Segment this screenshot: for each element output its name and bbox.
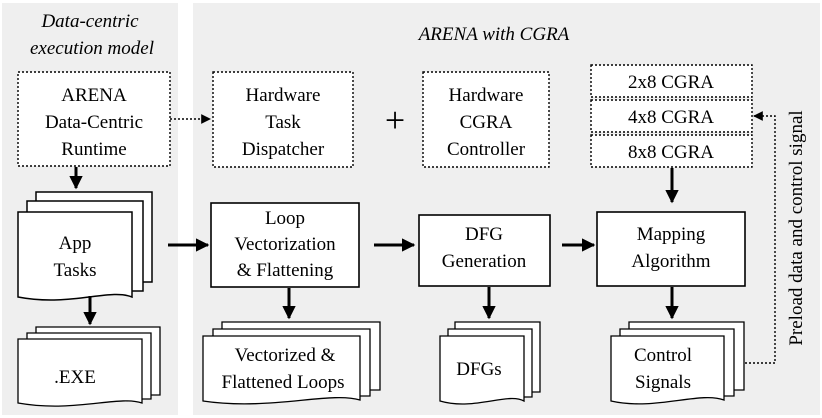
runtime-label-1: ARENA [61, 85, 127, 106]
preload-side-label: Preload data and control signal [786, 110, 807, 345]
app-tasks-page-front [17, 211, 133, 301]
dfg-gen-label-2: Generation [442, 251, 527, 272]
left-panel-title-line-1: Data-centric [40, 11, 139, 32]
plus-sign: + [385, 100, 405, 140]
runtime-box [17, 71, 171, 167]
preload-feedback-arrow [745, 111, 776, 364]
loop-label-1: Loop [265, 208, 305, 229]
mapping-algorithm-box [596, 211, 746, 287]
right-panel-title: ARENA with CGRA [417, 24, 570, 45]
dfg-gen-label-1: DFG [465, 224, 503, 245]
controller-label-2: CGRA [460, 112, 513, 133]
cgra-8x8-box [590, 134, 753, 168]
controller-label-1: Hardware [449, 85, 524, 106]
runtime-label-2: Data-Centric [45, 112, 143, 133]
signals-label-2: Signals [635, 372, 691, 393]
vectorized-label-1: Vectorized & [235, 345, 336, 366]
loop-label-3: & Flattening [237, 260, 334, 281]
signals-label-1: Control [634, 345, 692, 366]
vectorized-page-front [202, 335, 361, 405]
mapping-label-1: Mapping [637, 224, 706, 245]
loop-label-2: Vectorization [234, 234, 336, 255]
dfg-generation-box [418, 214, 551, 287]
runtime-label-3: Runtime [61, 139, 126, 160]
dispatcher-label-3: Dispatcher [242, 139, 325, 160]
controller-label-3: Controller [447, 139, 526, 160]
dispatcher-label-1: Hardware [246, 85, 321, 106]
dfgs-label: DFGs [456, 359, 501, 380]
cgra-2x8-label: 2x8 CGRA [628, 72, 714, 93]
controller-box [422, 71, 550, 168]
dispatcher-box [212, 71, 354, 168]
exe-label: .EXE [54, 367, 96, 388]
signals-page-front [610, 335, 725, 405]
vectorized-label-2: Flattened Loops [222, 372, 345, 393]
cgra-4x8-box [590, 99, 753, 133]
app-tasks-label-1: App [59, 233, 92, 254]
exe-page-front [17, 338, 143, 407]
cgra-2x8-box [590, 64, 753, 98]
cgra-4x8-label: 4x8 CGRA [628, 107, 714, 128]
app-tasks-label-2: Tasks [53, 260, 96, 281]
dfgs-page-front [439, 335, 525, 405]
cgra-8x8-label: 8x8 CGRA [628, 142, 714, 163]
mapping-label-2: Algorithm [631, 251, 710, 272]
loop-vectorization-box [210, 202, 360, 288]
dispatcher-label-2: Task [265, 112, 301, 133]
left-panel-title-line-2: execution model [30, 38, 154, 59]
